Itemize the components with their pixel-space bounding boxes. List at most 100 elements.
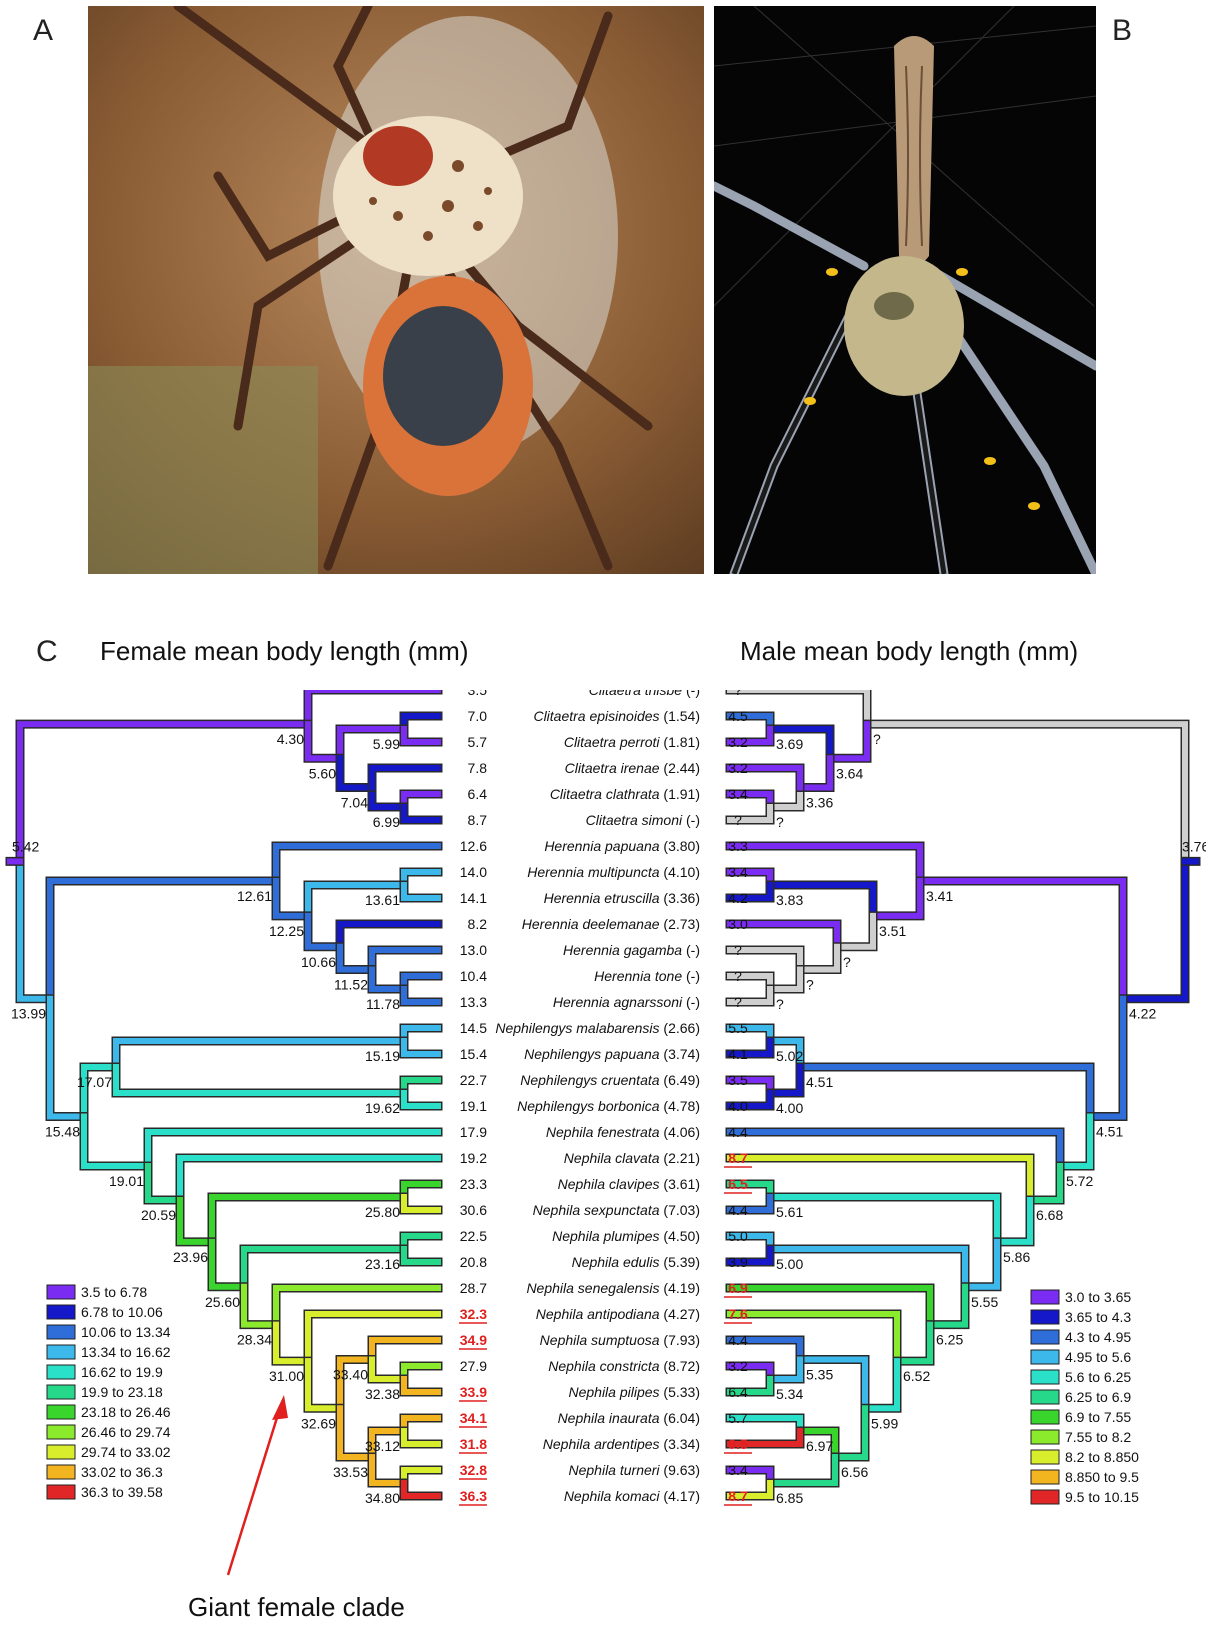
male-branch-her_a-outline: [873, 881, 920, 916]
male-branch-her_b-outline: [837, 916, 873, 947]
female-branch-leaf-10: [372, 950, 438, 970]
female-branch-clit_a-outline: [308, 724, 340, 758]
female-node-clit_cl_si: 6.99: [373, 814, 400, 830]
female-branch-leaf-12: [404, 989, 438, 1002]
taxon-label-24: Nephila antipodiana (4.27): [536, 1306, 700, 1322]
female-legend-swatch-4: [47, 1365, 75, 1379]
female-value-3: 7.8: [468, 760, 488, 776]
female-branch-leaf-16: [404, 1093, 438, 1106]
taxon-label-26: Nephila constricta (8.72): [548, 1358, 700, 1374]
female-node-rest: 13.99: [11, 1006, 46, 1022]
female-node-n8: 33.53: [333, 1464, 368, 1480]
male-value-3: 3.2: [728, 760, 748, 776]
female-node-clit_ep_pe: 5.99: [373, 736, 400, 752]
taxon-label-21: Nephila plumipes (4.50): [552, 1228, 700, 1244]
female-branch-leaf-25: [372, 1340, 438, 1360]
female-value-7: 14.0: [460, 864, 487, 880]
male-legend-label-10: 9.5 to 10.15: [1065, 1489, 1139, 1505]
taxon-label-20: Nephila sexpunctata (7.03): [533, 1202, 700, 1218]
male-node-her_mu_et: 3.83: [776, 892, 803, 908]
female-legend-label-1: 6.78 to 10.06: [81, 1304, 163, 1320]
male-value-0: ?: [734, 690, 742, 698]
male-branch-rest-outline: [1123, 861, 1185, 998]
male-branch-clitaetra-outline: [867, 724, 1185, 861]
female-branch-her_a: [276, 881, 308, 916]
male-value-27: 6.4: [728, 1384, 748, 1400]
male-node-n8: 6.56: [841, 1464, 868, 1480]
female-value-5: 8.7: [468, 812, 488, 828]
male-node-her_b: ?: [843, 954, 851, 970]
male-value-25: 4.4: [728, 1332, 748, 1348]
male-legend-swatch-8: [1031, 1450, 1059, 1464]
female-legend-swatch-6: [47, 1405, 75, 1419]
female-node-herennia: 12.61: [237, 888, 272, 904]
female-branch-leaf-11: [404, 976, 438, 989]
male-value-13: 5.5: [728, 1020, 748, 1036]
male-node-her_a: 3.51: [879, 923, 906, 939]
taxon-label-11: Herennia tone (-): [594, 968, 700, 984]
taxon-label-0: Clitaetra thisbe (-): [589, 690, 700, 698]
female-branch-n2: [148, 1166, 180, 1200]
female-legend-swatch-0: [47, 1285, 75, 1299]
male-node-clit_cl_si: ?: [776, 814, 784, 830]
male-node-herennia: 3.41: [926, 888, 953, 904]
female-node-n5: 28.34: [237, 1332, 272, 1348]
female-legend-label-10: 36.3 to 39.58: [81, 1484, 163, 1500]
female-node-n7: 32.69: [301, 1415, 336, 1431]
female-branch-leaf-27: [404, 1379, 438, 1392]
male-node-n1: 5.72: [1066, 1173, 1093, 1189]
male-value-7: 3.4: [728, 864, 748, 880]
male-node-rest: 4.22: [1129, 1006, 1156, 1022]
female-branch-n3: [180, 1200, 212, 1242]
female-value-13: 14.5: [460, 1020, 487, 1036]
taxon-label-5: Clitaetra simoni (-): [586, 812, 700, 828]
female-legend-label-4: 16.62 to 19.9: [81, 1364, 163, 1380]
female-branch-leaf-20: [404, 1197, 438, 1210]
female-branch-n4: [212, 1242, 244, 1287]
male-node-n3: 5.86: [1003, 1249, 1030, 1265]
male-branch-nephila_all: [1090, 999, 1123, 1117]
male-value-26: 3.2: [728, 1358, 748, 1374]
taxon-label-30: Nephila turneri (9.63): [568, 1462, 700, 1478]
female-branch-leaf-8: [404, 885, 438, 898]
male-node-nephila_all: 4.51: [1096, 1123, 1123, 1139]
male-legend-swatch-2: [1031, 1330, 1059, 1344]
panel-label-a: A: [33, 14, 53, 48]
male-legend-label-6: 6.9 to 7.55: [1065, 1409, 1131, 1425]
male-value-19: 6.5: [728, 1176, 748, 1192]
female-value-22: 20.8: [460, 1254, 487, 1270]
taxon-label-17: Nephila fenestrata (4.06): [546, 1124, 700, 1140]
male-node-n_cs: 5.61: [776, 1204, 803, 1220]
male-value-23: 6.9: [728, 1280, 748, 1296]
male-legend-label-7: 7.55 to 8.2: [1065, 1429, 1131, 1445]
male-legend-swatch-4: [1031, 1370, 1059, 1384]
male-branch-clitaetra: [867, 724, 1185, 861]
female-legend-label-7: 26.46 to 29.74: [81, 1424, 171, 1440]
male-value-17: 4.4: [728, 1124, 748, 1140]
female-legend-label-0: 3.5 to 6.78: [81, 1284, 147, 1300]
female-node-her_mu_et: 13.61: [365, 892, 400, 908]
male-legend-swatch-5: [1031, 1390, 1059, 1404]
male-legend-swatch-0: [1031, 1290, 1059, 1304]
female-branch-n3-outline: [180, 1200, 212, 1242]
female-node-clit_b: 7.04: [341, 795, 368, 811]
male-value-11: ?: [734, 968, 742, 984]
female-legend-label-8: 29.74 to 33.02: [81, 1444, 171, 1460]
male-branch-n3: [997, 1200, 1030, 1242]
female-value-24: 32.3: [460, 1306, 487, 1322]
male-branch-n_tk-outline: [770, 1457, 835, 1483]
female-node-nephilengys: 17.07: [77, 1074, 112, 1090]
male-branch-n4: [965, 1242, 997, 1287]
female-branch-n4-outline: [212, 1242, 244, 1287]
taxon-label-3: Clitaetra irenae (2.44): [565, 760, 700, 776]
male-legend-label-0: 3.0 to 3.65: [1065, 1289, 1131, 1305]
male-legend-swatch-7: [1031, 1430, 1059, 1444]
male-branch-n6-outline: [897, 1325, 930, 1362]
male-node-her_d: ?: [776, 996, 784, 1012]
male-value-12: ?: [734, 994, 742, 1010]
female-branch-leaf-29: [404, 1431, 438, 1444]
female-value-29: 31.8: [460, 1436, 487, 1452]
taxon-label-7: Herennia multipuncta (4.10): [527, 864, 700, 880]
taxon-label-13: Nephilengys malabarensis (2.66): [495, 1020, 700, 1036]
male-node-clitaetra: ?: [873, 731, 881, 747]
